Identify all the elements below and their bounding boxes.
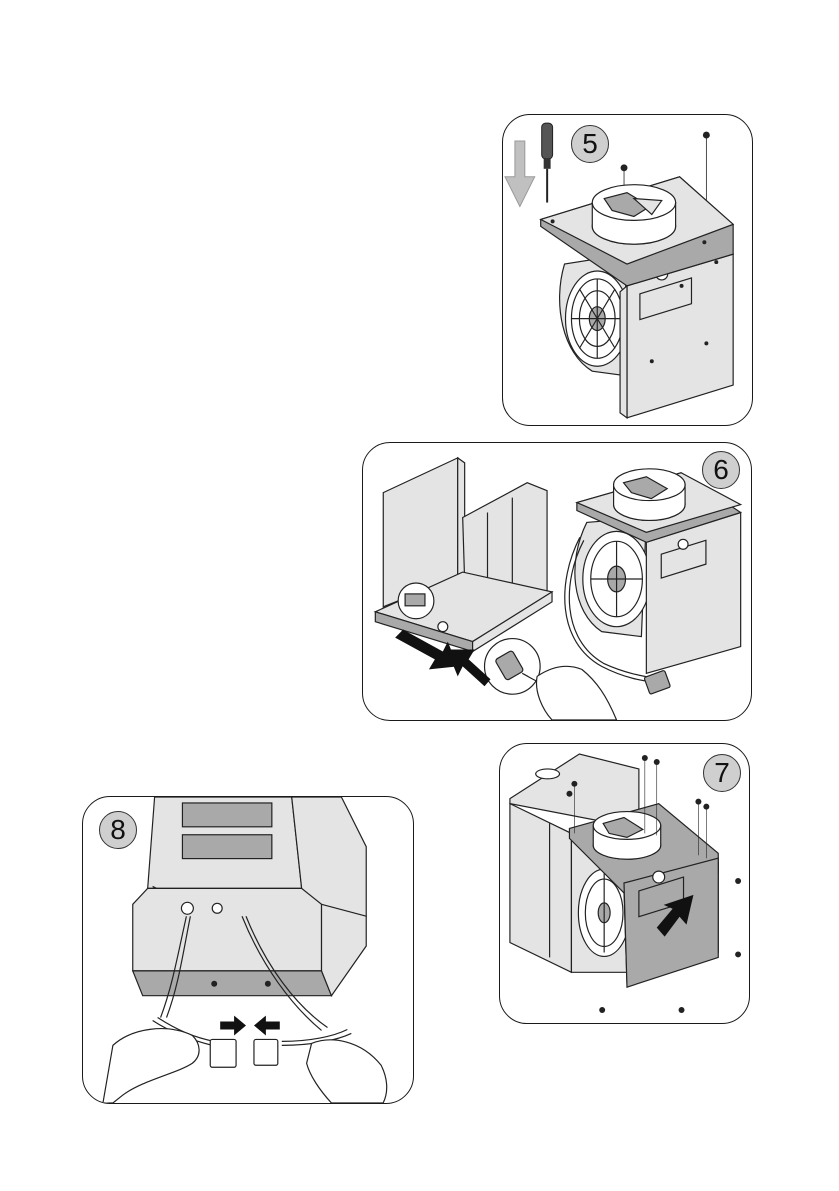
step-number-badge: 7 <box>703 754 741 792</box>
step-7-panel: 7 <box>499 743 750 1024</box>
step-6-illustration <box>363 443 751 720</box>
exhaust-collar <box>592 185 675 245</box>
screwdriver-icon <box>542 123 553 202</box>
step-8-panel: 8 <box>82 796 414 1104</box>
step-5-illustration <box>503 115 752 425</box>
terminal-block <box>398 583 434 619</box>
down-arrow-icon <box>505 141 535 206</box>
connector-male <box>210 1039 236 1067</box>
hand-left-icon <box>103 1029 199 1103</box>
arrow-left-up-icon <box>447 650 491 687</box>
step-8-illustration <box>83 797 413 1103</box>
hood-casing <box>375 458 552 652</box>
step-5-panel: 5 <box>502 114 753 426</box>
hood-casing <box>133 797 366 996</box>
step-6-panel: 6 <box>362 442 752 721</box>
hand-right-icon <box>307 1040 387 1103</box>
motor-unit <box>575 469 741 674</box>
step-number-badge: 5 <box>571 125 609 163</box>
step-number-badge: 6 <box>702 451 740 489</box>
connector-female <box>254 1039 278 1065</box>
plug-icon <box>644 670 671 694</box>
arrow-left-icon <box>254 1016 280 1036</box>
arrow-right-icon <box>220 1016 246 1036</box>
step-number-badge: 8 <box>99 811 137 849</box>
hand-icon <box>537 666 617 720</box>
